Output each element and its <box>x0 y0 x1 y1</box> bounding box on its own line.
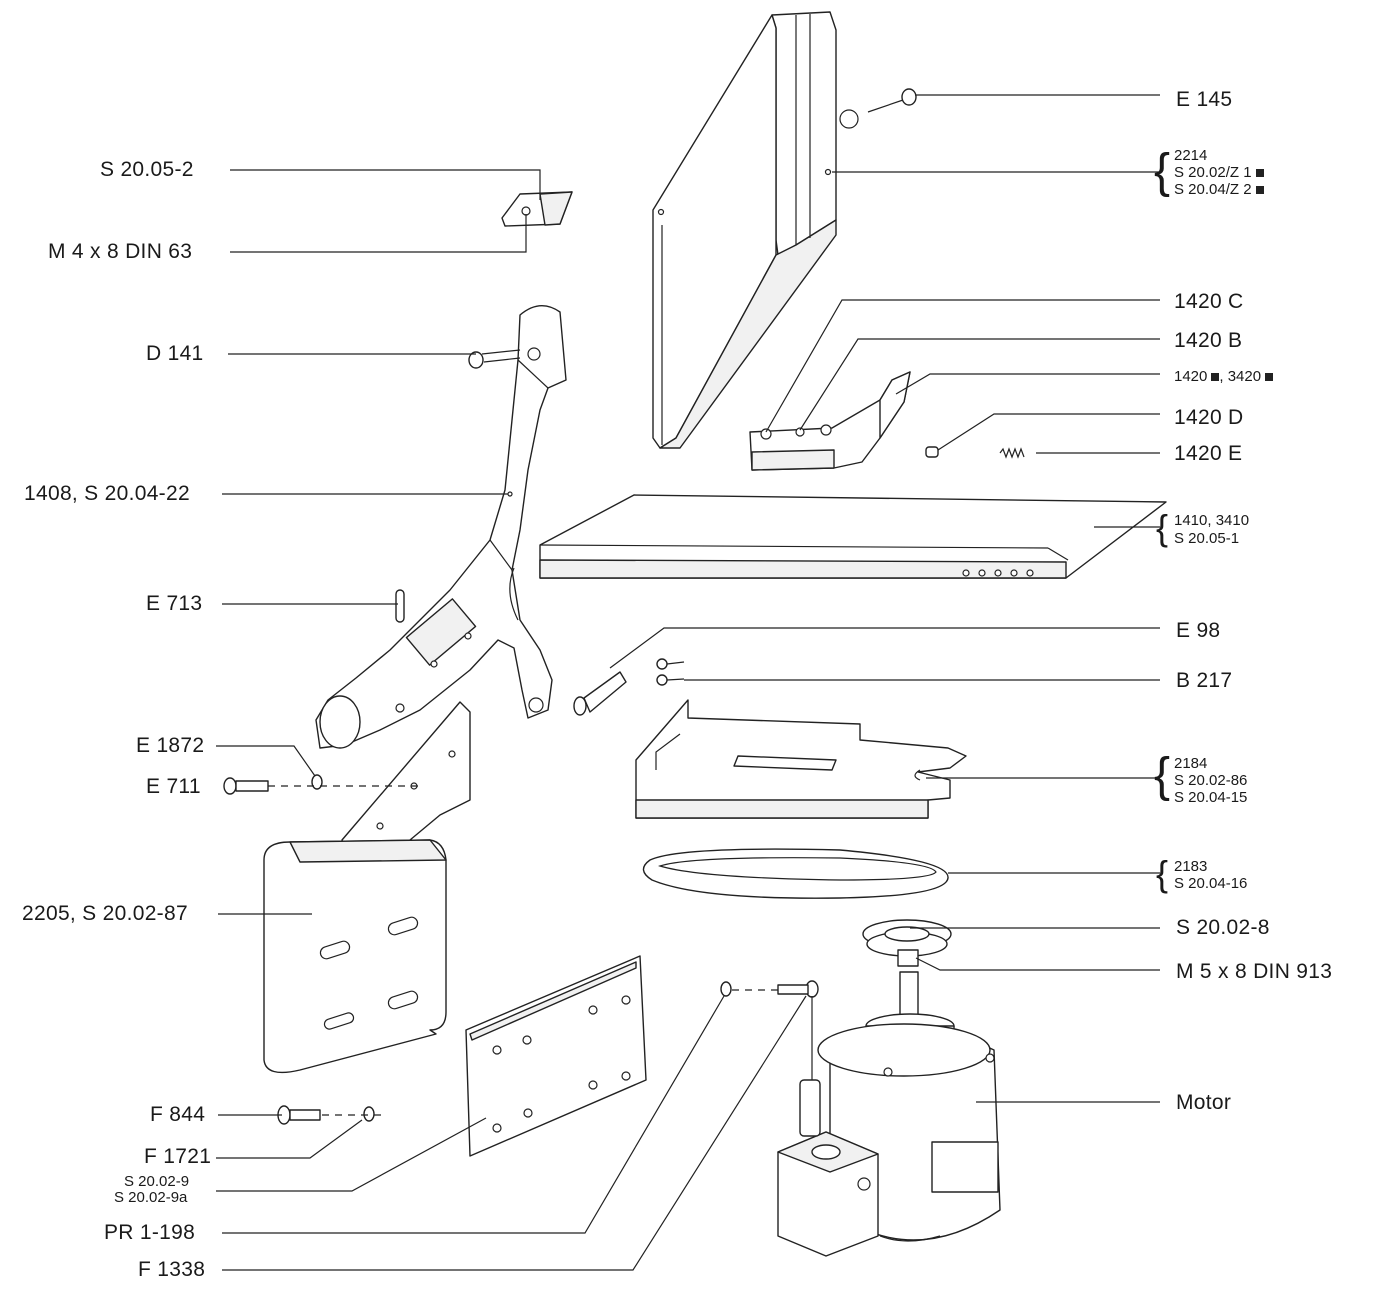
label-s20052: S 20.05-2 <box>100 158 194 181</box>
label-e1872: E 1872 <box>136 734 205 757</box>
label-pr1198: PR 1-198 <box>104 1221 196 1244</box>
arm-1408 <box>315 305 567 749</box>
label-1420c: 1420 C <box>1174 290 1244 313</box>
label-m4x8-din63: M 4 x 8 DIN 63 <box>48 240 193 263</box>
brace-2184: { <box>1154 749 1171 802</box>
label-d141: D 141 <box>146 342 204 365</box>
label-1420e: 1420 E <box>1174 442 1243 465</box>
bolt-e98 <box>573 671 627 716</box>
label-2184: 2184 <box>1174 755 1208 772</box>
table-1410 <box>539 494 1167 579</box>
motor <box>777 971 1001 1257</box>
screw-e711 <box>223 777 269 795</box>
label-1420-3420: 1420, 3420 <box>1174 369 1274 385</box>
label-s2004z2: S 20.04/Z 2 <box>1174 182 1264 198</box>
label-e98: E 98 <box>1176 619 1221 642</box>
block-s20052 <box>501 191 573 227</box>
bolt-f1338 <box>777 980 819 998</box>
label-1408: 1408, S 20.04-22 <box>24 482 190 505</box>
label-e713: E 713 <box>146 592 203 615</box>
leader-lines <box>216 94 1160 1271</box>
label-s200415: S 20.04-15 <box>1174 789 1248 806</box>
washer-pr1198 <box>720 981 732 997</box>
label-s20029a: S 20.02-9a <box>114 1189 188 1206</box>
motor-mount-2184 <box>635 699 967 819</box>
washer-e1872 <box>311 774 323 790</box>
label-2214: 2214 <box>1174 147 1208 164</box>
label-b217: B 217 <box>1176 669 1233 692</box>
label-1420b: 1420 B <box>1174 329 1243 352</box>
label-s2002z1: S 20.02/Z 1 <box>1174 165 1264 181</box>
belt-2183 <box>642 848 949 899</box>
pulley-s20028 <box>862 919 952 967</box>
belt-guard-cover <box>652 11 859 449</box>
knob-screw-e145 <box>867 88 917 113</box>
label-e711: E 711 <box>146 775 201 798</box>
label-s20029: S 20.02-9 <box>124 1173 190 1190</box>
screws-b217 <box>656 658 685 686</box>
label-motor: Motor <box>1176 1091 1232 1114</box>
brace-2183: { <box>1156 853 1169 894</box>
label-1410-3410: 1410, 3410 <box>1174 512 1250 529</box>
label-s200286: S 20.02-86 <box>1174 772 1248 789</box>
label-f1338: F 1338 <box>138 1258 206 1281</box>
screw-d141 <box>468 349 521 369</box>
label-2183: 2183 <box>1174 858 1208 875</box>
pin-e713 <box>395 589 405 623</box>
label-s200416: S 20.04-16 <box>1174 875 1248 892</box>
label-e145: E 145 <box>1176 88 1233 111</box>
label-s20028: S 20.02-8 <box>1176 916 1270 939</box>
label-f1721: F 1721 <box>144 1145 212 1168</box>
label-2205: 2205, S 20.02-87 <box>22 902 188 925</box>
nut-f1721 <box>363 1106 375 1122</box>
label-1420d: 1420 D <box>1174 406 1244 429</box>
brace-1410: { <box>1156 507 1169 548</box>
screw-f844 <box>277 1105 321 1125</box>
bracket-2205 <box>263 701 471 1074</box>
brace-2214: { <box>1154 145 1171 198</box>
label-s20051: S 20.05-1 <box>1174 530 1240 547</box>
label-m5x8-din913: M 5 x 8 DIN 913 <box>1176 960 1333 983</box>
label-f844: F 844 <box>150 1103 206 1126</box>
mounting-plate-s20029 <box>465 955 647 1157</box>
